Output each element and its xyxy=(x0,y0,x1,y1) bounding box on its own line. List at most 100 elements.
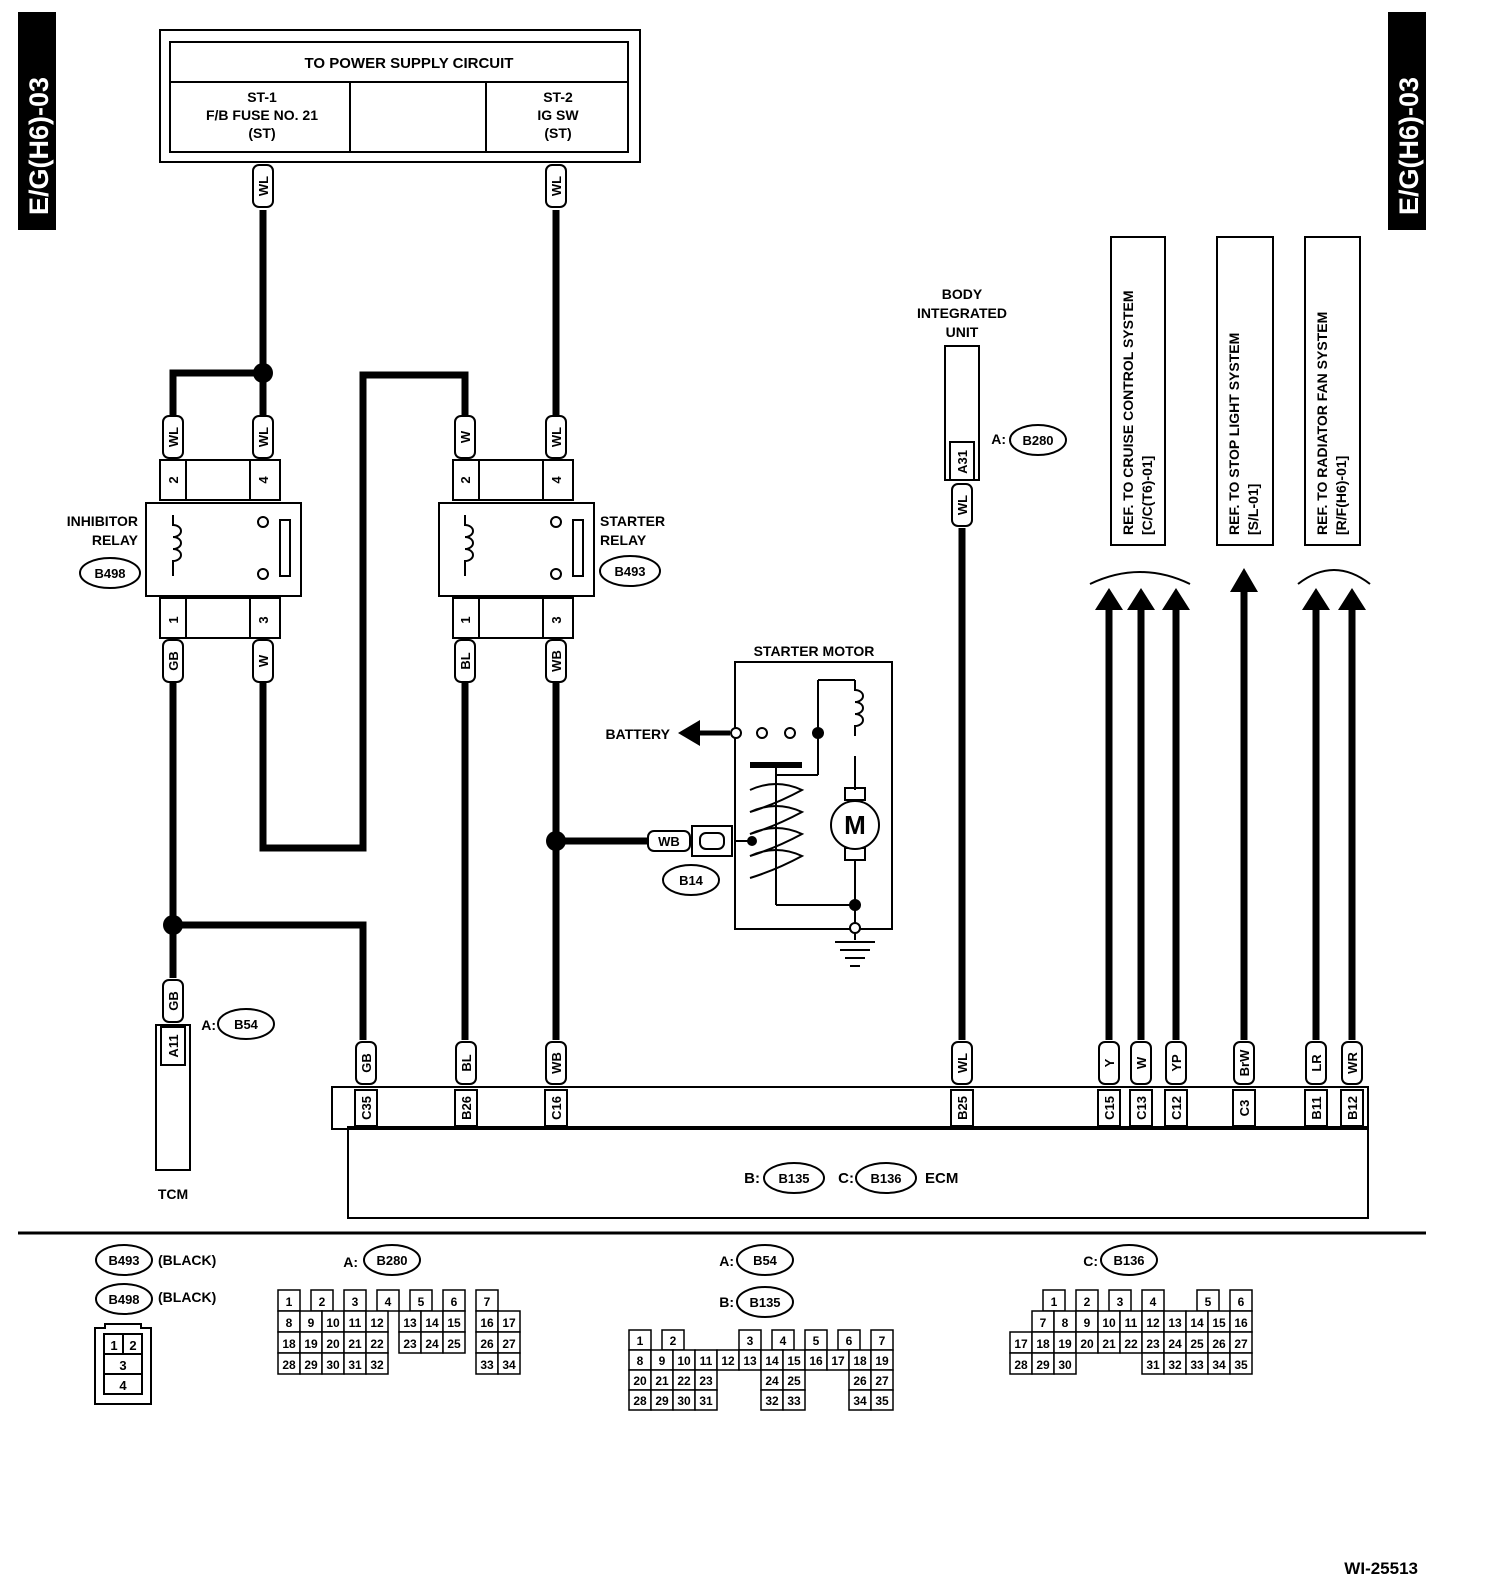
connector-pin-number: 31 xyxy=(348,1358,362,1372)
svg-text:B:: B: xyxy=(719,1294,734,1310)
connector-pin-number: 32 xyxy=(370,1358,384,1372)
svg-text:B54: B54 xyxy=(753,1253,778,1268)
connector-pin-number: 13 xyxy=(403,1316,417,1330)
wire-tag: W xyxy=(454,415,476,459)
wire-tag: BL xyxy=(454,639,476,683)
svg-text:[R/F(H6)-01]: [R/F(H6)-01] xyxy=(1333,456,1349,535)
svg-text:WR: WR xyxy=(1345,1052,1360,1074)
svg-text:WL: WL xyxy=(549,427,564,447)
connector-pin-number: 17 xyxy=(1014,1337,1028,1351)
svg-text:STARTER: STARTER xyxy=(600,513,665,529)
svg-text:WB: WB xyxy=(549,1052,564,1074)
svg-text:2: 2 xyxy=(129,1338,136,1353)
ecm: C35GBB26BLC16WBB25WLC15YC13WC12YPC3BrWB1… xyxy=(331,1041,1369,1219)
svg-text:W: W xyxy=(1134,1056,1149,1069)
svg-text:2: 2 xyxy=(458,476,473,483)
svg-text:A:: A: xyxy=(343,1254,358,1270)
connector-pin-number: 24 xyxy=(765,1374,779,1388)
svg-text:ST-1: ST-1 xyxy=(247,89,277,105)
wires xyxy=(163,210,1356,1040)
svg-text:B11: B11 xyxy=(1309,1096,1324,1119)
connector-pin-number: 12 xyxy=(1146,1316,1160,1330)
svg-text:[S/L-01]: [S/L-01] xyxy=(1245,484,1261,535)
connector-pin-number: 35 xyxy=(875,1394,889,1408)
svg-text:3: 3 xyxy=(549,616,564,623)
connector-pin-number: 29 xyxy=(304,1358,318,1372)
wire-tag: WL xyxy=(545,415,567,459)
svg-text:BODY: BODY xyxy=(942,286,983,302)
connector-pin-number: 11 xyxy=(1125,1316,1138,1330)
side-tab-right: E/G(H6)-03 xyxy=(1388,12,1426,230)
connector-pin-number: 21 xyxy=(348,1337,362,1351)
connector-pin-number: 8 xyxy=(286,1316,293,1330)
svg-text:STARTER MOTOR: STARTER MOTOR xyxy=(754,643,875,659)
svg-text:[C/C(T6)-01]: [C/C(T6)-01] xyxy=(1139,456,1155,535)
connector-b135: B135 xyxy=(778,1171,809,1186)
connector-pin-number: 6 xyxy=(451,1295,458,1309)
svg-text:3: 3 xyxy=(119,1358,126,1373)
connector-pin-number: 3 xyxy=(352,1295,359,1309)
connector-pin-number: 24 xyxy=(1168,1337,1182,1351)
svg-text:C15: C15 xyxy=(1102,1096,1117,1120)
connector-pin-number: 16 xyxy=(1234,1316,1248,1330)
svg-text:LR: LR xyxy=(1309,1054,1324,1072)
svg-text:B12: B12 xyxy=(1345,1096,1360,1120)
svg-text:WL: WL xyxy=(549,176,564,196)
connector-pin-number: 20 xyxy=(326,1337,340,1351)
connector-pin-number: 25 xyxy=(1190,1337,1204,1351)
svg-text:W: W xyxy=(256,654,271,667)
connector-pin-number: 9 xyxy=(1084,1316,1091,1330)
arrowheads xyxy=(1089,568,1371,610)
svg-text:C3: C3 xyxy=(1237,1100,1252,1117)
svg-text:E/G(H6)-03: E/G(H6)-03 xyxy=(24,77,54,215)
connector-pin-number: 21 xyxy=(655,1374,669,1388)
svg-text:GB: GB xyxy=(359,1053,374,1073)
svg-text:WL: WL xyxy=(256,427,271,447)
wire-tag: GB xyxy=(162,979,184,1023)
svg-text:C:: C: xyxy=(1083,1253,1098,1269)
connector-pin-number: 30 xyxy=(677,1394,691,1408)
connector-pin-number: 15 xyxy=(447,1316,461,1330)
connector-pin-number: 1 xyxy=(637,1334,644,1348)
connector-pin-number: 22 xyxy=(677,1374,691,1388)
svg-text:(ST): (ST) xyxy=(248,125,275,141)
ecm-pin: B11 LR xyxy=(1304,1041,1328,1127)
connector-pin-number: 33 xyxy=(787,1394,801,1408)
svg-text:WL: WL xyxy=(256,176,271,196)
svg-text:E/G(H6)-03: E/G(H6)-03 xyxy=(1394,77,1424,215)
connector-pin-number: 10 xyxy=(326,1316,340,1330)
connector-pin-number: 31 xyxy=(1146,1358,1160,1372)
svg-text:C12: C12 xyxy=(1169,1096,1184,1120)
svg-text:A11: A11 xyxy=(166,1034,181,1057)
connector-pin-number: 17 xyxy=(831,1354,845,1368)
connector-pin-number: 3 xyxy=(1117,1295,1124,1309)
connector-pin-number: 12 xyxy=(370,1316,384,1330)
tcm-label: TCM xyxy=(158,1186,188,1202)
connector-pin-number: 26 xyxy=(853,1374,867,1388)
svg-text:IG SW: IG SW xyxy=(537,107,579,123)
svg-text:F/B FUSE NO. 21: F/B FUSE NO. 21 xyxy=(206,107,318,123)
connector-pin-number: 10 xyxy=(1102,1316,1116,1330)
ecm-pin: B12 WR xyxy=(1340,1041,1364,1127)
motor-symbol: M xyxy=(844,810,866,840)
svg-text:(BLACK): (BLACK) xyxy=(158,1252,216,1268)
connector-pin-number: 13 xyxy=(1168,1316,1182,1330)
connector-pin-number: 24 xyxy=(425,1337,439,1351)
ref-stop-light: REF. TO STOP LIGHT SYSTEM [S/L-01] xyxy=(1216,236,1274,546)
svg-text:3: 3 xyxy=(256,616,271,623)
wire-tag: W xyxy=(252,639,274,683)
reference-boxes: REF. TO CRUISE CONTROL SYSTEM [C/C(T6)-0… xyxy=(1110,236,1361,546)
connector-pin-number: 19 xyxy=(875,1354,889,1368)
body-integrated-unit: BODY INTEGRATED UNIT A31 A: B280 xyxy=(917,286,1067,481)
connector-pin-number: 5 xyxy=(1205,1295,1212,1309)
wire-tag: WL xyxy=(252,415,274,459)
connector-pin-number: 35 xyxy=(1234,1358,1248,1372)
inhibitor-relay: 2 4 1 3 INHIBITOR RELAY B498 xyxy=(67,459,302,639)
connector-pin-number: 26 xyxy=(1212,1337,1226,1351)
connector-pin-number: 19 xyxy=(1058,1337,1072,1351)
connector-b136: B136 xyxy=(870,1171,901,1186)
